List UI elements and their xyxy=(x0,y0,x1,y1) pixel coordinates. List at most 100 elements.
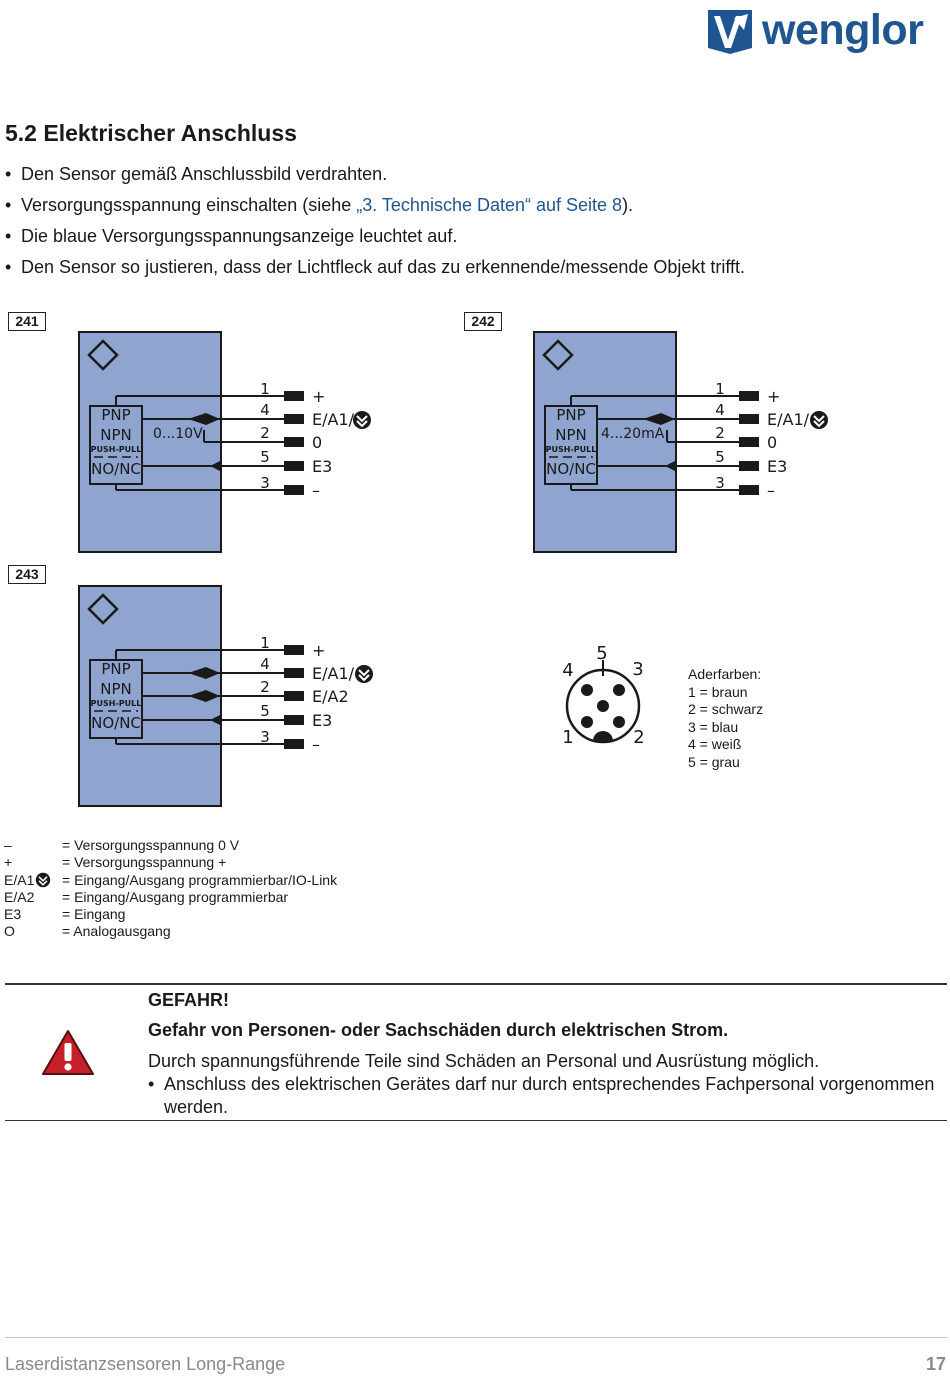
wenglor-logo-mark-icon xyxy=(708,10,752,54)
technical-data-link[interactable]: „3. Technische Daten“ auf Seite 8 xyxy=(356,195,623,215)
pin-number: 3 xyxy=(715,474,725,492)
pin-dot xyxy=(597,700,609,712)
pin-number: 1 xyxy=(715,380,725,398)
section-title: 5.2 Elektrischer Anschluss xyxy=(5,120,297,146)
diagram-tag-242: 242 xyxy=(464,312,502,331)
pin-number: 2 xyxy=(715,424,725,442)
legend-row: E3= Eingang xyxy=(4,906,126,923)
pin-number: 1 xyxy=(260,380,270,398)
pin-label: 4 xyxy=(562,660,573,681)
terminal-label: + xyxy=(312,641,325,660)
footer-document-title: Laserdistanzsensoren Long-Range xyxy=(5,1354,286,1374)
legend-row: E/A1= Eingang/Ausgang programmierbar/IO-… xyxy=(4,871,338,888)
box-label-npn: NPN xyxy=(100,680,132,698)
box-label-npn: NPN xyxy=(100,426,132,444)
pin-label: 5 xyxy=(596,643,607,664)
pin-number: 5 xyxy=(260,448,270,466)
box-label-no-nc: NO/NC xyxy=(91,714,141,732)
pin-number: 1 xyxy=(260,634,270,652)
terminal-label: E/A1/ xyxy=(767,410,810,429)
optical-sensor-icon xyxy=(542,339,574,371)
box-label-pnp: PNP xyxy=(101,406,130,424)
pin-label: 2 xyxy=(633,727,644,748)
warning-body: Durch spannungsführende Teile sind Schäd… xyxy=(148,1050,938,1119)
diagram-tag-241: 241 xyxy=(8,312,46,331)
io-link-icon xyxy=(810,411,828,429)
list-item: •Anschluss des elektrischen Gerätes darf… xyxy=(148,1074,935,1117)
terminal-label: + xyxy=(312,387,325,406)
io-link-icon xyxy=(353,411,371,429)
legend-row: O= Analogausgang xyxy=(4,923,171,940)
terminal-label: – xyxy=(312,481,320,500)
terminal-label: E/A1/ xyxy=(312,410,355,429)
terminal-label: 0 xyxy=(312,433,322,452)
optical-sensor-icon xyxy=(87,339,119,371)
box-label-push-pull: PUSH-PULL xyxy=(91,699,142,708)
terminal-legend: –= Versorgungsspannung 0 V += Versorgung… xyxy=(4,837,337,941)
pin-number: 5 xyxy=(715,448,725,466)
list-item: 1 = braun xyxy=(688,683,748,700)
list-item: 5 = grau xyxy=(688,753,740,770)
list-item: •Versorgungsspannung einschalten (siehe … xyxy=(5,195,634,215)
connector-pinout-diagram: 5 4 3 1 2 xyxy=(562,643,644,748)
legend-row: E/A2= Eingang/Ausgang programmierbar xyxy=(4,888,289,905)
terminal-label: – xyxy=(767,481,775,500)
footer-divider xyxy=(5,1337,947,1338)
legend-row: += Versorgungsspannung + xyxy=(4,854,227,871)
pin-number: 3 xyxy=(260,728,270,746)
box-label-push-pull: PUSH-PULL xyxy=(546,445,597,454)
box-label-pnp: PNP xyxy=(556,406,585,424)
terminal-label: E3 xyxy=(767,457,787,476)
list-item: •Den Sensor gemäß Anschlussbild verdraht… xyxy=(5,164,388,184)
box-label-pnp: PNP xyxy=(101,660,130,678)
terminal-label: E3 xyxy=(312,457,332,476)
list-item: •Den Sensor so justieren, dass der Licht… xyxy=(5,257,746,277)
pin-dot xyxy=(581,684,593,696)
terminal-label: – xyxy=(312,735,320,754)
pin-label: 3 xyxy=(632,659,643,680)
box-label-npn: NPN xyxy=(555,426,587,444)
pin-label: 1 xyxy=(562,727,573,748)
pin-number: 3 xyxy=(260,474,270,492)
wiring-diagram-241: PNP NPN PUSH-PULL NO/NC 0...10V 1 4 2 5 … xyxy=(78,331,371,553)
terminal-label: E/A1/ xyxy=(312,664,355,683)
pin-number: 5 xyxy=(260,702,270,720)
instruction-list: •Den Sensor gemäß Anschlussbild verdraht… xyxy=(5,163,745,287)
io-link-icon xyxy=(355,665,373,683)
terminal-label: E/A2 xyxy=(312,687,349,706)
pin-number: 4 xyxy=(260,401,270,419)
signal-label: 0...10V xyxy=(153,426,203,442)
pin-number: 2 xyxy=(260,424,270,442)
diagram-tag-243: 243 xyxy=(8,565,46,584)
wenglor-logo: wenglor xyxy=(706,6,946,56)
warning-top-divider xyxy=(5,983,947,985)
legend-row: –= Versorgungsspannung 0 V xyxy=(4,837,240,853)
box-label-push-pull: PUSH-PULL xyxy=(91,445,142,454)
warning-heading: GEFAHR! xyxy=(148,990,229,1010)
pin-dot xyxy=(581,716,593,728)
pin-number: 4 xyxy=(715,401,725,419)
warning-text: Durch spannungsführende Teile sind Schäd… xyxy=(148,1051,820,1071)
wiring-diagram-242: PNP NPN PUSH-PULL NO/NC 4...20mA 1 4 2 5… xyxy=(533,331,828,553)
box-label-no-nc: NO/NC xyxy=(546,460,596,478)
pin-dot xyxy=(613,684,625,696)
wire-color-list: Aderfarben: 1 = braun 2 = schwarz 3 = bl… xyxy=(688,666,763,771)
warning-subheading: Gefahr von Personen- oder Sachschäden du… xyxy=(148,1020,729,1040)
page-number: 17 xyxy=(925,1354,946,1374)
terminal-label: + xyxy=(767,387,780,406)
list-item: 3 = blau xyxy=(688,718,739,735)
io-link-icon xyxy=(36,873,51,888)
terminal-label: 0 xyxy=(767,433,777,452)
signal-label: 4...20mA xyxy=(601,426,665,442)
wenglor-wordmark: wenglor xyxy=(762,6,924,54)
pin-number: 2 xyxy=(260,678,270,696)
wiring-diagram-243: PNP NPN PUSH-PULL NO/NC 1 4 2 5 3 + E/A1… xyxy=(78,585,373,807)
list-item: 2 = schwarz xyxy=(688,701,764,717)
coding-key xyxy=(593,731,613,741)
optical-sensor-icon xyxy=(87,593,119,625)
box-label-no-nc: NO/NC xyxy=(91,460,141,478)
pin-dot xyxy=(613,716,625,728)
terminal-label: E3 xyxy=(312,711,332,730)
warning-triangle-icon xyxy=(42,1030,94,1075)
wire-color-title: Aderfarben: xyxy=(688,666,762,682)
